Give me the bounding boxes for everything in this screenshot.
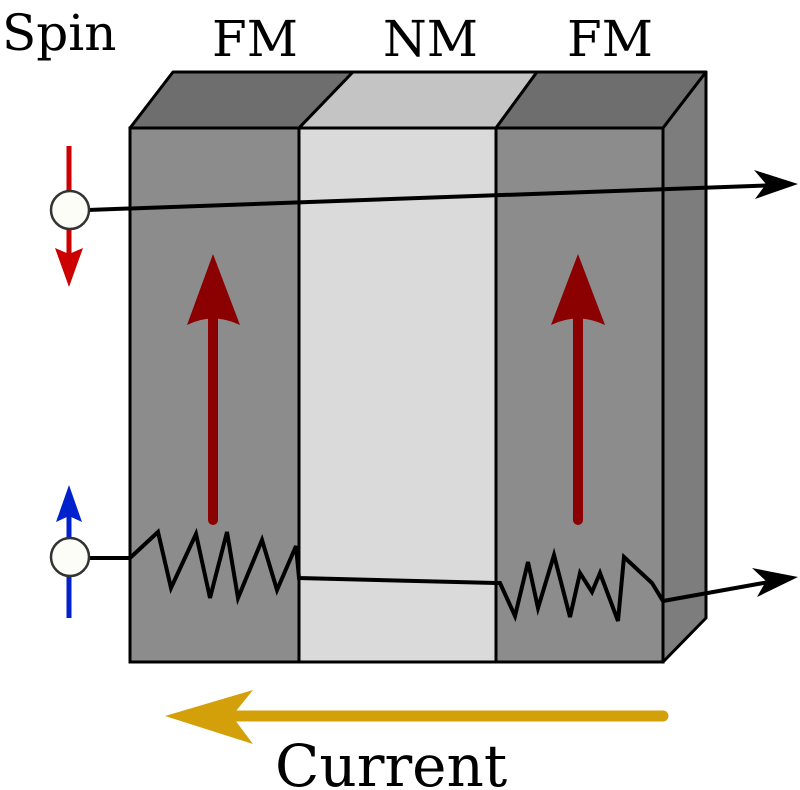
spin-label: Spin: [2, 4, 116, 62]
spin-down-icon: [49, 146, 91, 287]
layer-label-fm-left: FM: [212, 10, 298, 68]
spin-up-icon: [49, 485, 91, 618]
magnetization-arrow-right: [551, 254, 605, 525]
spin-down-electron-path: [87, 170, 798, 212]
layer-label-nm: NM: [383, 10, 478, 68]
electron-icon: [49, 536, 91, 578]
magnetization-arrow-left: [187, 254, 240, 525]
current-label: Current: [275, 732, 507, 790]
path-arrowhead-icon: [754, 170, 798, 199]
layer-label-fm-right: FM: [567, 10, 653, 68]
electron-icon: [49, 189, 91, 231]
spin-up-electron-path: [88, 527, 798, 623]
nm-front-face: [297, 126, 498, 664]
current-arrow: [165, 690, 669, 744]
path-arrowhead-icon: [752, 568, 798, 597]
fm-right-side-face: [661, 70, 708, 664]
